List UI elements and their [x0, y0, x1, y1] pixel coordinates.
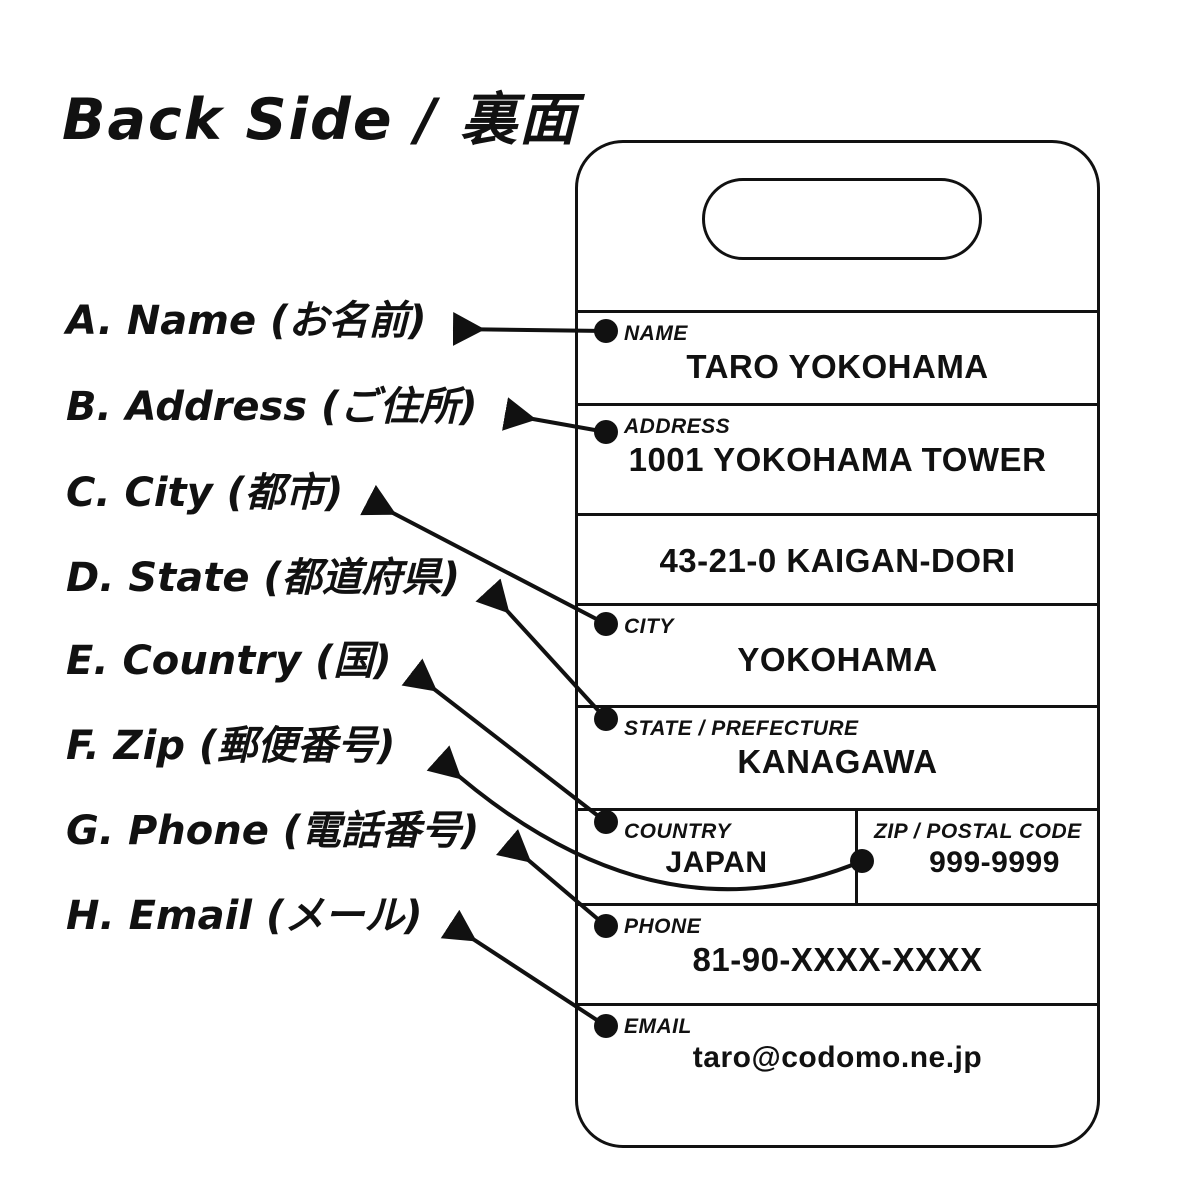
address-line1-value: 1001 YOKOHAMA TOWER — [628, 441, 1047, 478]
tag-fields: NAME TARO YOKOHAMA ADDRESS 1001 YOKOHAMA… — [578, 310, 1097, 1145]
field-name-row: NAME TARO YOKOHAMA — [578, 310, 1097, 403]
field-address-line2-row: 43-21-0 KAIGAN-DORI — [578, 513, 1097, 603]
email-value: taro@codomo.ne.jp — [692, 1041, 983, 1074]
phone-value: 81-90-XXXX-XXXX — [692, 941, 983, 978]
field-country-zip-row: COUNTRY JAPAN ZIP / POSTAL CODE 999-9999 — [578, 808, 1097, 903]
legend-item-email: H. Email (メール) — [66, 893, 423, 939]
legend-item-address: B. Address (ご住所) — [66, 384, 478, 430]
address-label: ADDRESS — [624, 415, 731, 438]
state-value: KANAGAWA — [737, 743, 938, 780]
field-state-row: STATE / PREFECTURE KANAGAWA — [578, 705, 1097, 808]
tag-handle-cutout — [702, 178, 982, 260]
zip-label: ZIP / POSTAL CODE — [874, 820, 1082, 843]
country-value: JAPAN — [665, 846, 768, 879]
city-label: CITY — [624, 615, 674, 638]
name-label: NAME — [624, 322, 688, 345]
country-label: COUNTRY — [624, 820, 731, 843]
name-value: TARO YOKOHAMA — [686, 348, 989, 385]
zip-value: 999-9999 — [929, 846, 1060, 879]
email-label: EMAIL — [624, 1015, 692, 1038]
field-country-cell: COUNTRY JAPAN — [578, 811, 858, 903]
luggage-tag: NAME TARO YOKOHAMA ADDRESS 1001 YOKOHAMA… — [575, 140, 1100, 1148]
address-line2-value: 43-21-0 KAIGAN-DORI — [659, 542, 1016, 579]
page-title: Back Side / 裏面 — [62, 87, 579, 153]
field-email-row: EMAIL taro@codomo.ne.jp — [578, 1003, 1097, 1145]
legend-item-city: C. City (都市) — [66, 470, 344, 516]
legend-item-state: D. State (都道府県) — [66, 555, 460, 601]
legend-item-zip: F. Zip (郵便番号) — [66, 723, 396, 769]
field-city-row: CITY YOKOHAMA — [578, 603, 1097, 705]
field-zip-cell: ZIP / POSTAL CODE 999-9999 — [858, 811, 1097, 903]
city-value: YOKOHAMA — [737, 641, 938, 678]
field-phone-row: PHONE 81-90-XXXX-XXXX — [578, 903, 1097, 1003]
field-address-row: ADDRESS 1001 YOKOHAMA TOWER — [578, 403, 1097, 513]
phone-label: PHONE — [624, 915, 702, 938]
state-label: STATE / PREFECTURE — [624, 717, 859, 740]
legend-item-country: E. Country (国) — [66, 638, 392, 684]
legend-item-phone: G. Phone (電話番号) — [66, 808, 480, 854]
legend-item-name: A. Name (お名前) — [66, 298, 427, 344]
